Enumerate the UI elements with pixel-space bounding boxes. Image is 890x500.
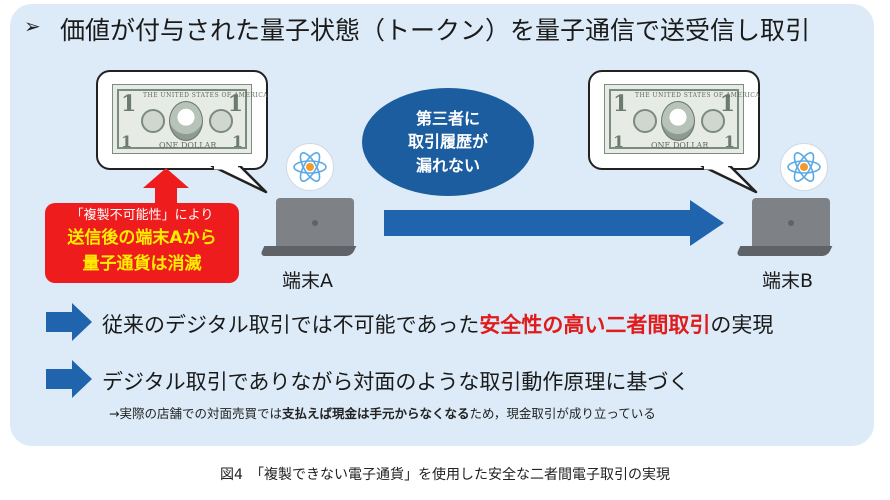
transfer-arrow-icon: [384, 200, 724, 246]
oval-line: 漏れない: [415, 155, 480, 175]
title-marker-icon: ➢: [24, 14, 41, 38]
callout-line: 送信後の端末Aから: [67, 228, 217, 248]
figure-caption: 図4 「複製できない電子通貨」を使用した安全な二者間電子取引の実現: [220, 467, 670, 483]
dollar-bill-icon: 1 1 1 1 THE UNITED STATES OF AMERICA ONE…: [604, 84, 760, 154]
callout-line: 「複製不可能性」により: [70, 208, 214, 223]
diagram-title: 価値が付与された量子状態（トークン）を量子通信で送受信し取引: [60, 16, 811, 45]
bullet-text: デジタル取引でありながら対面のような取引動作原理に基づく: [102, 370, 690, 394]
bullet-arrow-icon: [46, 360, 92, 398]
no-cloning-callout: 「複製不可能性」により 送信後の端末Aから 量子通貨は消滅: [45, 203, 239, 283]
oval-line: 取引履歴が: [407, 132, 488, 152]
speech-bubble-right: 1 1 1 1 THE UNITED STATES OF AMERICA ONE…: [588, 70, 760, 170]
oval-line: 第三者に: [415, 109, 480, 129]
quantum-atom-icon: [780, 143, 828, 191]
bullet-note: →実際の店舗での対面売買では支払えば現金は手元からなくなるため，現金取引が成り立…: [109, 406, 656, 421]
speech-bubble-left-tail: [210, 166, 268, 194]
red-up-arrow-icon: [143, 168, 189, 206]
callout-line: 量子通貨は消滅: [82, 254, 202, 274]
bullet-text: 従来のデジタル取引では不可能であった安全性の高い二者間取引の実現: [102, 313, 774, 337]
terminal-b-label: 端末B: [762, 270, 814, 292]
privacy-oval: 第三者に 取引履歴が 漏れない: [362, 88, 534, 196]
quantum-atom-icon: [286, 143, 334, 191]
speech-bubble-left: 1 1 1 1 THE UNITED STATES OF AMERICA ONE…: [96, 70, 268, 170]
speech-bubble-right-tail: [700, 166, 758, 194]
bullet-arrow-icon: [46, 303, 92, 341]
terminal-a-label: 端末A: [282, 270, 333, 292]
dollar-bill-icon: 1 1 1 1 THE UNITED STATES OF AMERICA ONE…: [112, 84, 268, 154]
